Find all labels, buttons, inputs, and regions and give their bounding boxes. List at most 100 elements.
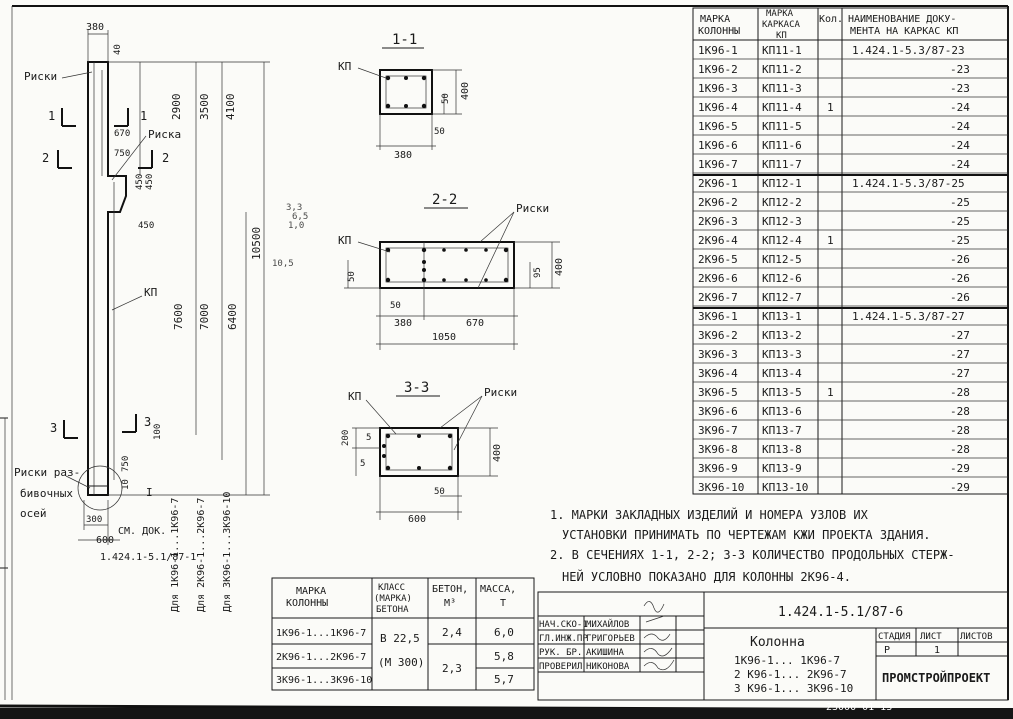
node-mark-I: I	[146, 486, 153, 499]
mat-header-col3-l1: БЕТОН,	[432, 584, 468, 595]
spec-cell-doc: -28	[950, 443, 970, 456]
label-riski-bottom-3: осей	[20, 507, 47, 520]
section-3-3-kp: КП	[348, 390, 361, 403]
spec-cell-mark: 3К96-10	[698, 481, 744, 494]
svg-text:1,0: 1,0	[288, 221, 304, 231]
spec-cell-doc: -29	[950, 462, 970, 475]
spec-cell-mark: 3К96-8	[698, 443, 738, 456]
section-2-2-dim-380: 380	[394, 318, 412, 329]
svg-text:3: 3	[50, 421, 57, 435]
svg-text:2: 2	[162, 151, 169, 165]
label-riska: Риска	[148, 128, 181, 141]
mat-header-col4-l2: Т	[500, 598, 506, 609]
dim-7600: 7600	[172, 304, 185, 331]
spec-cell-frame: КП13-7	[762, 424, 802, 437]
spec-cell-mark: 3К96-6	[698, 405, 738, 418]
label-see-doc: СМ. ДОК.	[118, 526, 166, 537]
section-3-3-outline	[379, 427, 459, 477]
spec-header-col2-l3: КП	[776, 31, 787, 41]
mat-row1-volume: 2,4	[442, 626, 462, 639]
spec-header-col4-l1: НАИМЕНОВАНИЕ ДОКУ-	[848, 14, 956, 25]
svg-text:6,5: 6,5	[292, 212, 308, 222]
svg-text:2: 2	[42, 151, 49, 165]
note-for-2: Для 2К96-1...2К96-7	[196, 498, 207, 612]
spec-cell-doc: -28	[950, 386, 970, 399]
spec-cell-mark: 1К96-3	[698, 82, 738, 95]
spec-cell-mark: 2К96-3	[698, 215, 738, 228]
spec-cell-mark: 3К96-4	[698, 367, 738, 380]
spec-cell-mark: 1К96-6	[698, 139, 738, 152]
spec-cell-frame: КП12-7	[762, 291, 802, 304]
section-3-3-riski: Риски	[484, 386, 517, 399]
section-1-1-dim-380: 380	[394, 150, 412, 161]
mat-header-col1-l1: МАРКА	[296, 586, 326, 597]
spec-cell-doc: -28	[950, 424, 970, 437]
mat-header-col2-l2: (МАРКА)	[374, 594, 412, 604]
section-mark-3-right: 3	[122, 414, 151, 433]
notes: 1. МАРКИ ЗАКЛАДНЫХ ИЗДЕЛИЙ И НОМЕРА УЗЛО…	[550, 507, 955, 584]
section-3-3-dim-400: 400	[492, 444, 503, 462]
dim-6400: 6400	[226, 304, 239, 331]
spec-cell-doc: -24	[950, 158, 970, 171]
spec-cell-doc: 1.424.1-5.3/87-23	[852, 44, 965, 57]
spec-cell-frame: КП12-3	[762, 215, 802, 228]
spec-cell-doc: -26	[950, 272, 970, 285]
spec-cell-doc: -24	[950, 101, 970, 114]
section-3-3: 3-3 КП Риски 200 5 5 400 50 600	[341, 380, 517, 525]
section-3-3-title: 3-3	[404, 380, 429, 396]
sig-name-4: НИКОНОВА	[586, 662, 630, 672]
section-1-1-title: 1-1	[392, 32, 417, 48]
label-riski-bottom-2: бивочных	[20, 487, 73, 500]
mat-row3-mass: 5,7	[494, 673, 514, 686]
sig-name-2: ГРИГОРЬЕВ	[586, 634, 635, 644]
dim-40: 40	[113, 44, 123, 55]
dim-750: 750	[114, 149, 130, 159]
spec-cell-doc: -25	[950, 234, 970, 247]
section-3-3-dim-50: 50	[434, 487, 445, 497]
section-3-3-dim-5-b: 5	[360, 459, 365, 469]
mat-shared-volume: 2,3	[442, 662, 462, 675]
section-3-3-dim-5-a: 5	[366, 433, 371, 443]
spec-cell-mark: 3К96-7	[698, 424, 738, 437]
sig-role-3: РУК. БР.	[539, 648, 582, 658]
mat-row3-mark: 3К96-1...3К96-10	[276, 675, 372, 686]
detail-circle	[77, 465, 123, 511]
section-mark-2-left: 2	[42, 150, 72, 169]
spec-cell-doc: -28	[950, 405, 970, 418]
note-line-4: НЕЙ УСЛОВНО ПОКАЗАНО ДЛЯ КОЛОННЫ 2К96-4.	[562, 569, 851, 584]
spec-cell-mark: 2К96-2	[698, 196, 738, 209]
column-elevation: 380 40 2900 3500 4100 10500 7600 7000 64…	[14, 22, 270, 612]
section-1-1-kp: КП	[338, 60, 351, 73]
spec-cell-mark: 1К96-4	[698, 101, 738, 114]
section-1-1-dim-50-b: 50	[434, 127, 445, 137]
dim-600-bottom: 600	[96, 535, 114, 546]
spec-cell-qty: 1	[827, 101, 834, 114]
spec-cell-doc: -26	[950, 253, 970, 266]
section-2-2-riski: Риски	[516, 202, 549, 215]
spec-cell-doc: -27	[950, 329, 970, 342]
spec-cell-doc: -24	[950, 139, 970, 152]
mat-header-col4-l1: МАССА,	[480, 584, 516, 595]
spec-cell-frame: КП12-2	[762, 196, 802, 209]
note-line-1: 1. МАРКИ ЗАКЛАДНЫХ ИЗДЕЛИЙ И НОМЕРА УЗЛО…	[550, 507, 869, 522]
section-1-1-dim-400: 400	[460, 82, 471, 100]
spec-header-col2-l1: МАРКА	[766, 9, 794, 19]
spec-cell-mark: 2К96-4	[698, 234, 738, 247]
spec-header-col1-l1: МАРКА	[700, 14, 730, 25]
spec-cell-frame: КП13-3	[762, 348, 802, 361]
mat-concrete-class: В 22,5	[380, 632, 420, 645]
spec-cell-qty: 1	[827, 386, 834, 399]
section-2-2-outline	[379, 241, 515, 289]
mat-row1-mass: 6,0	[494, 626, 514, 639]
section-mark-3-left: 3	[50, 420, 78, 439]
spec-cell-frame: КП12-5	[762, 253, 802, 266]
spec-cell-doc: -29	[950, 481, 970, 494]
scan-edge	[0, 708, 1013, 719]
note-line-3: 2. В СЕЧЕНИЯХ 1-1, 2-2; 3-3 КОЛИЧЕСТВО П…	[550, 548, 955, 562]
title-name: Колонна	[750, 635, 805, 650]
title-range-3: 3 К96-1... 3К96-10	[734, 682, 853, 695]
spec-cell-frame: КП13-4	[762, 367, 802, 380]
dim-7000: 7000	[198, 304, 211, 331]
spec-cell-mark: 3К96-1	[698, 310, 738, 323]
